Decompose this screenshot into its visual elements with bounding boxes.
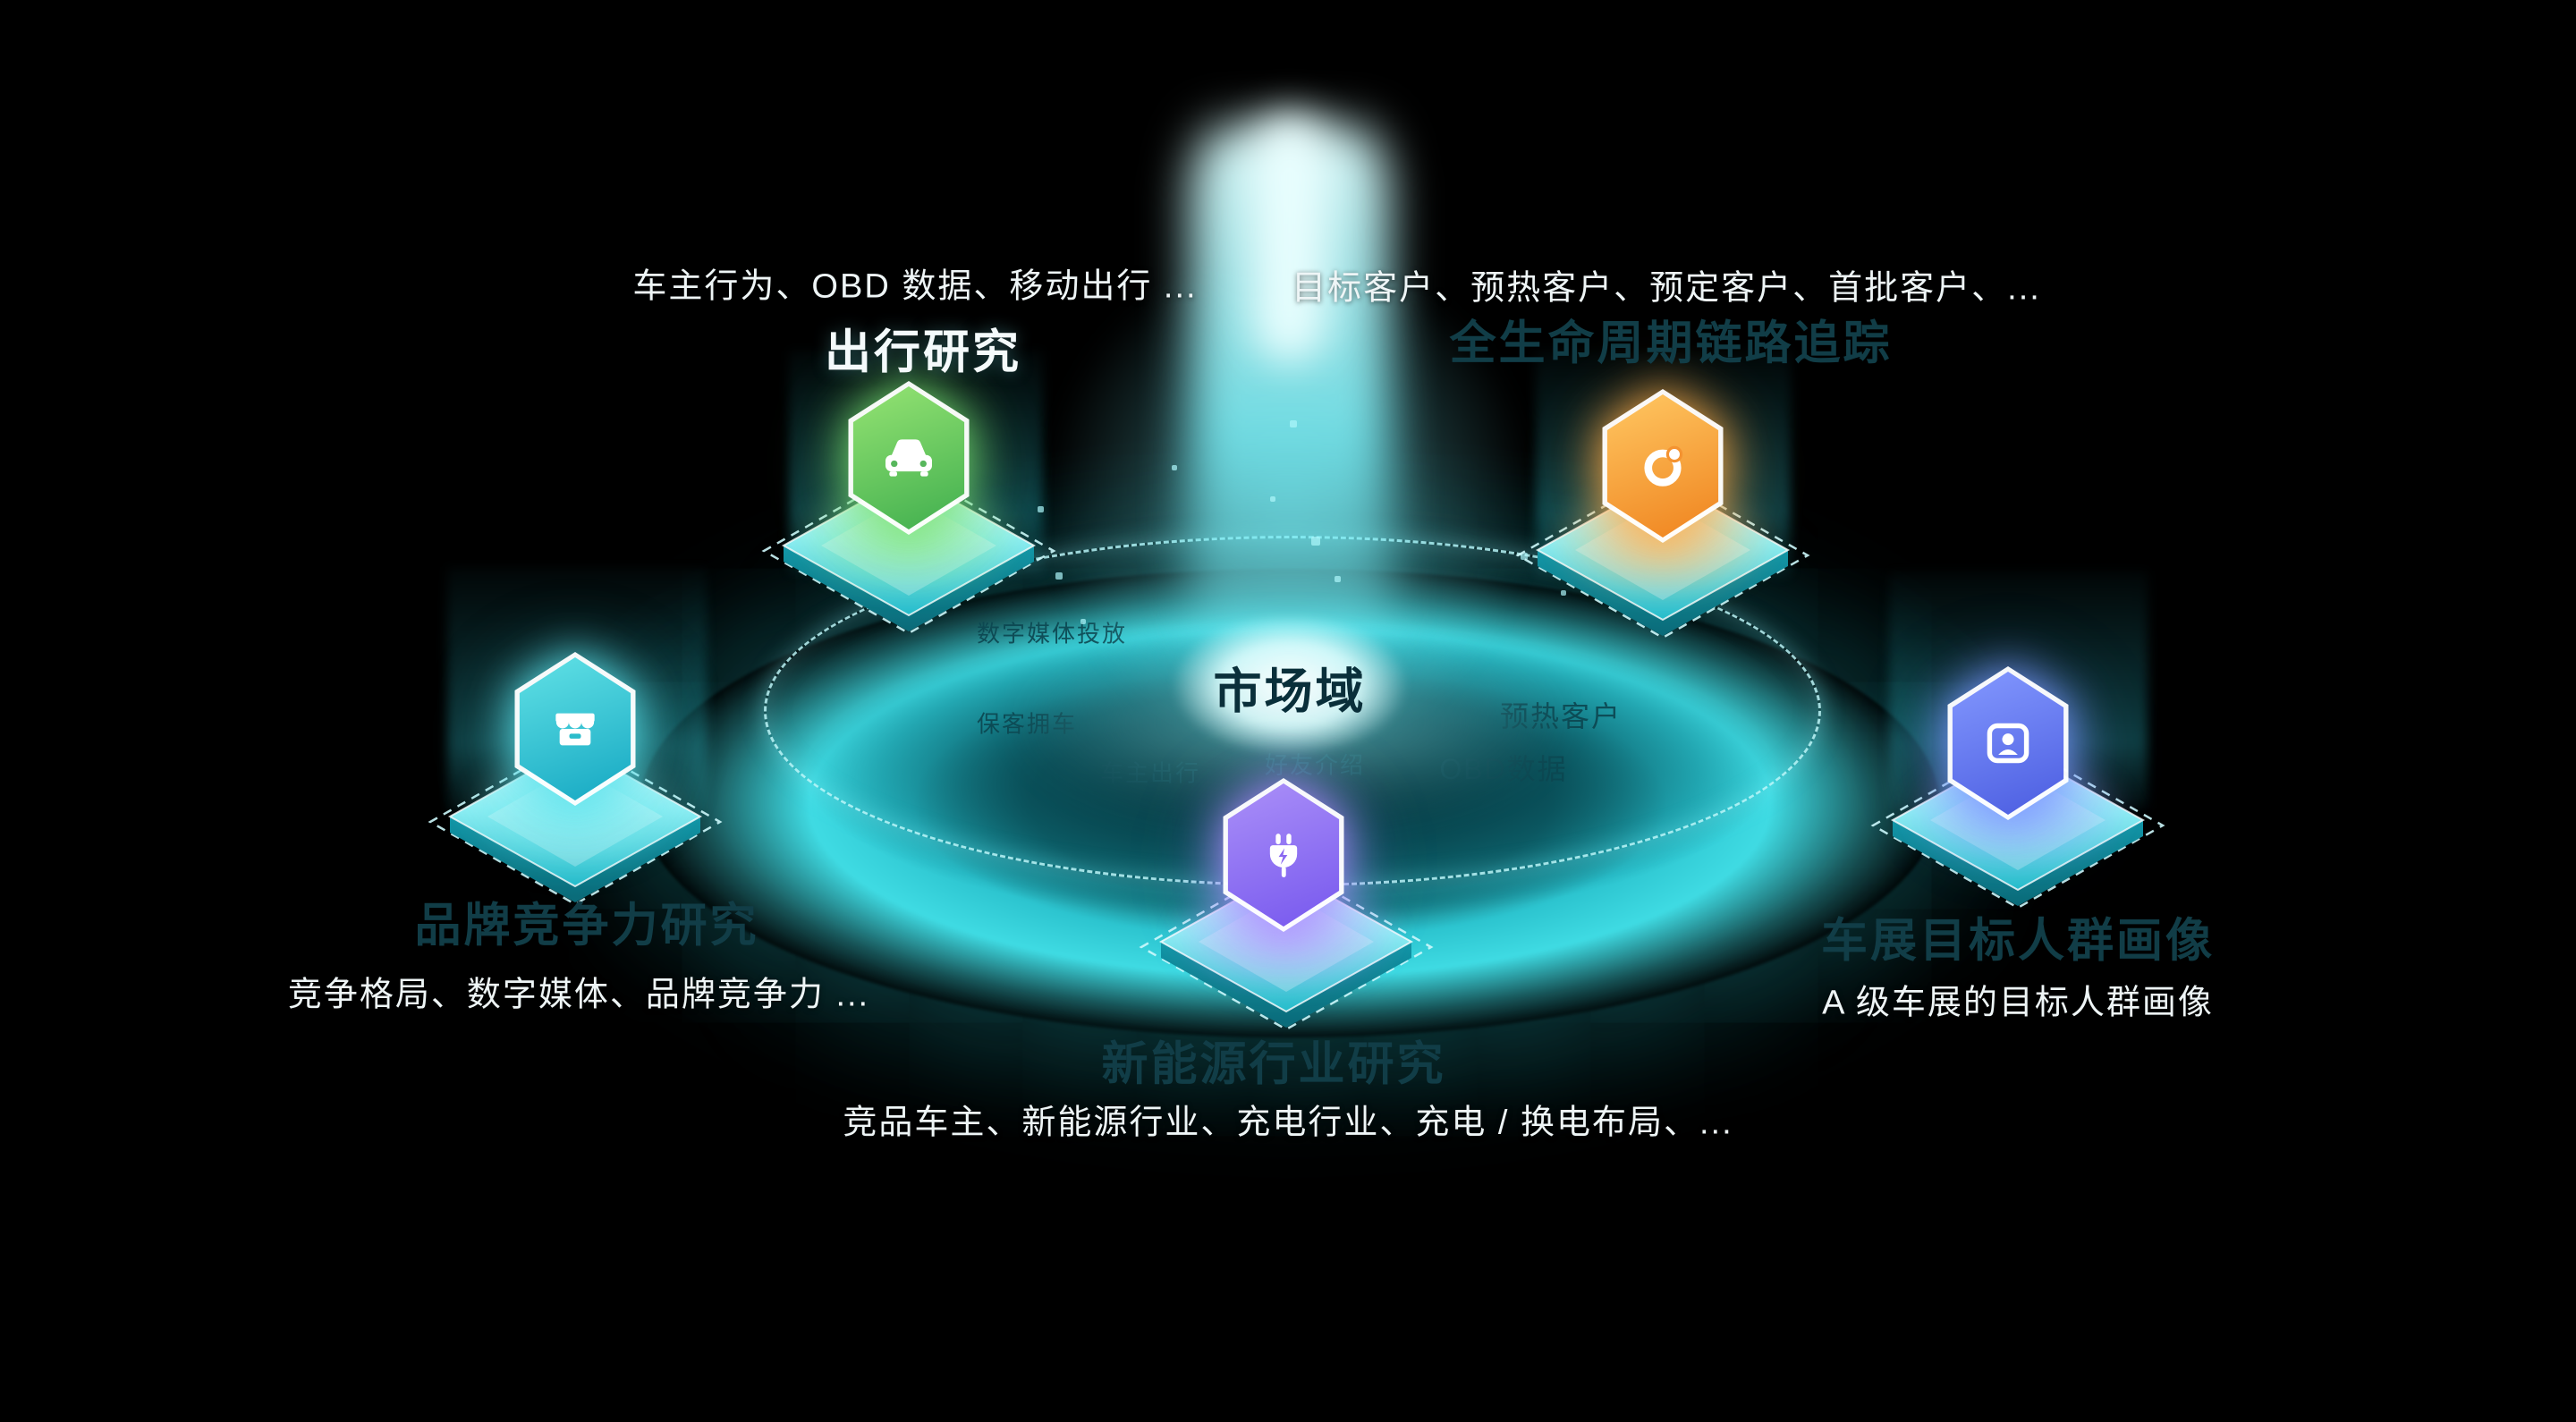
energy-ring-icon <box>1644 445 1683 487</box>
hexagon-badge <box>1941 666 2075 820</box>
node-title: 品牌竞争力研究 <box>414 900 759 952</box>
node-subtitle: 车主行为、OBD 数据、移动出行 ... <box>632 267 1198 306</box>
node-title: 新能源行业研究 <box>1101 1038 1446 1091</box>
car-icon <box>886 439 932 477</box>
node-subtitle: A 级车展的目标人群画像 <box>1822 984 2214 1022</box>
node-title: 车展目标人群画像 <box>1820 915 2216 968</box>
node-subtitle: 目标客户、预热客户、预定客户、首批客户、... <box>1292 269 2041 308</box>
charging-plug-icon <box>1269 834 1298 877</box>
peak-tip <box>1252 113 1327 363</box>
node-subtitle: 竞争格局、数字媒体、品牌竞争力 ... <box>287 976 870 1014</box>
node-title: 全生命周期链路追踪 <box>1449 317 1893 370</box>
hexagon-badge <box>842 381 976 535</box>
center-glow <box>1138 594 1442 776</box>
storefront-icon <box>555 713 595 746</box>
node-subtitle: 竞品车主、新能源行业、充电行业、充电 / 换电布局、... <box>843 1104 1733 1142</box>
hexagon-badge <box>1216 778 1351 932</box>
center-label: 市场域 <box>1213 664 1367 719</box>
id-card-icon <box>1987 723 2029 764</box>
hexagon-badge <box>508 652 642 806</box>
node-title: 出行研究 <box>824 326 1022 379</box>
hexagon-badge <box>1596 389 1730 543</box>
